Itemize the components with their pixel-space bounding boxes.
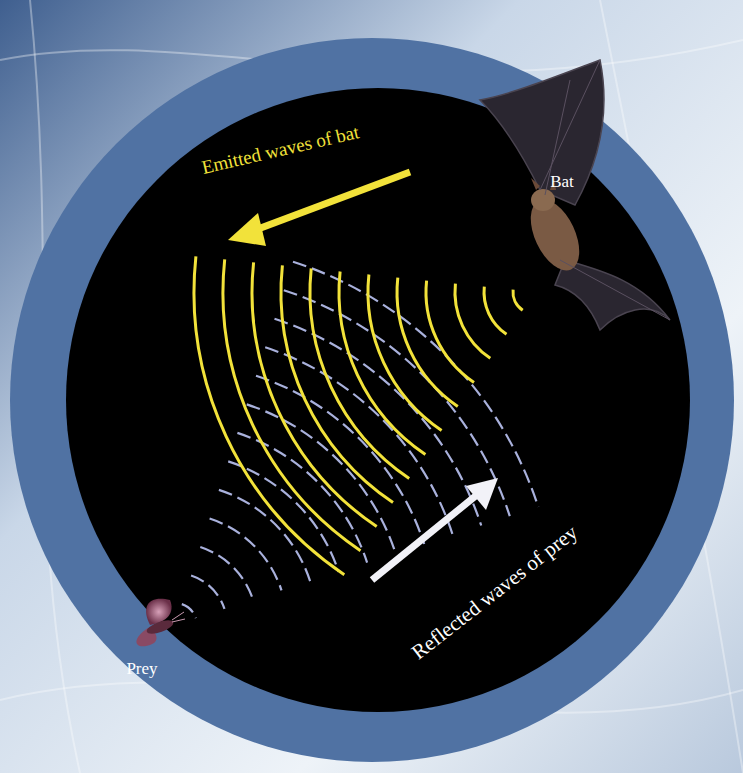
wave-arc [339,272,425,455]
prey-moth [136,599,185,647]
wave-arc [368,275,442,431]
emitted-waves [194,256,523,574]
wave-arc [281,265,393,502]
bat-figure [480,60,670,330]
wave-arc [194,256,344,574]
reflected-arrow [372,478,498,580]
wave-arc [200,547,253,600]
emitted-arrow [228,172,410,246]
animal-label: Bat [550,172,574,192]
wave-arc [252,262,377,526]
wave-arc [397,278,458,407]
wave-arc [191,576,224,609]
wave-arc [223,259,361,550]
wave-arc [455,284,490,359]
inner-disc [66,88,690,712]
wave-arc [484,287,506,335]
wave-arc [513,290,523,311]
animal-label: Prey [126,659,157,679]
reflected-waves [182,262,539,619]
wave-arc [293,262,538,507]
outer-ring [10,38,734,762]
wave-arc [182,604,196,618]
wave-arc [284,290,510,516]
wave-arc [310,269,409,479]
wave-arc [426,281,474,383]
wave-arc [210,519,282,591]
